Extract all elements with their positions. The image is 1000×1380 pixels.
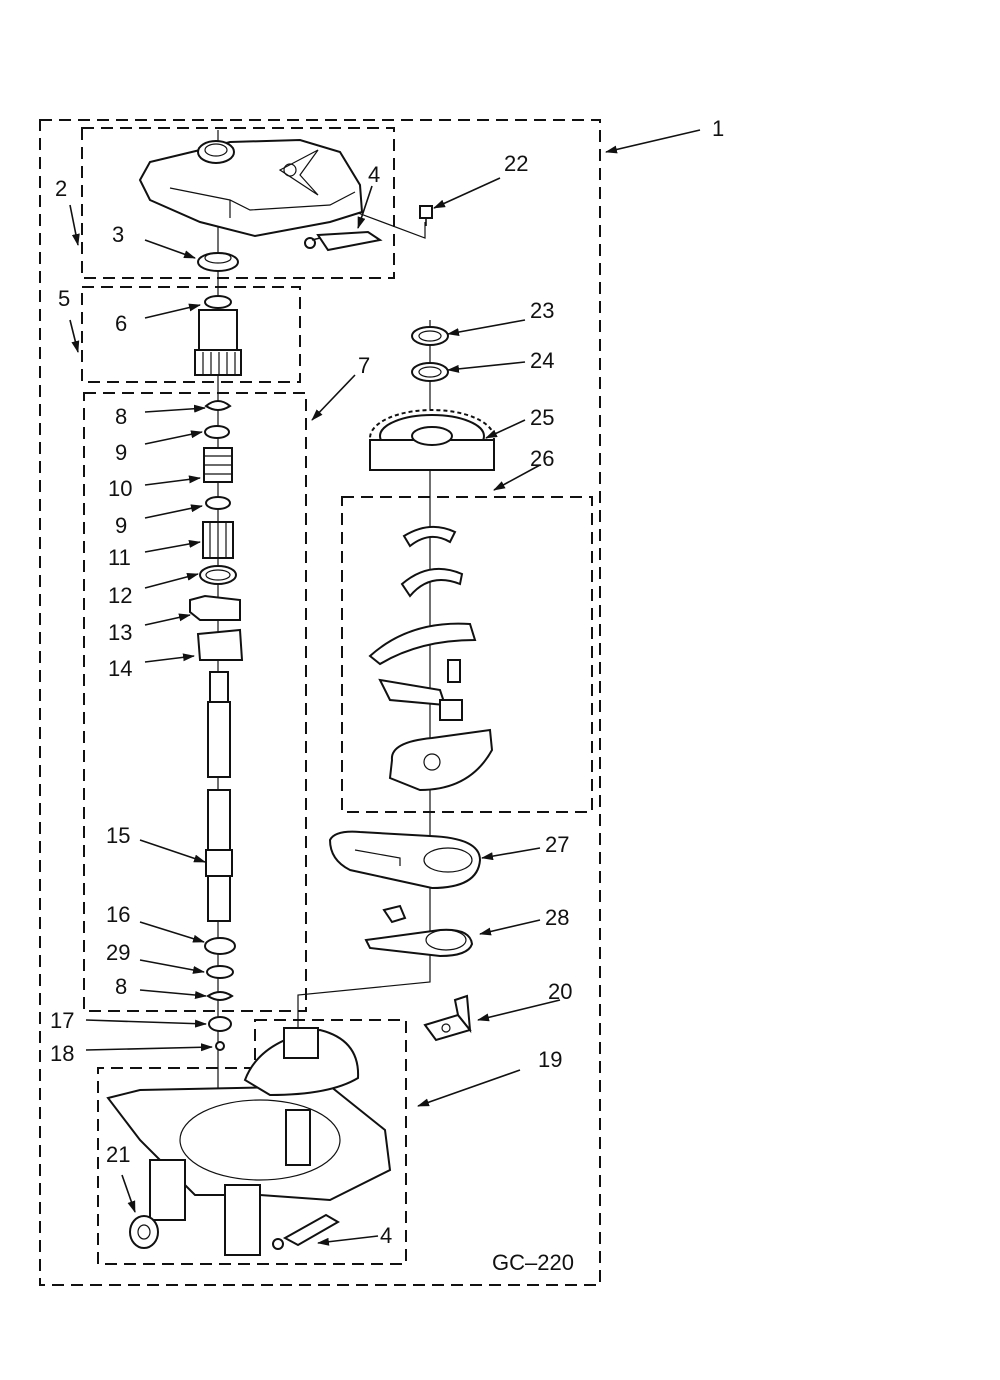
drive-shaft-part <box>205 671 233 922</box>
callout-3: 3 <box>112 222 124 247</box>
callout-29: 29 <box>106 940 130 965</box>
callout-16: 16 <box>106 902 130 927</box>
callout-19: 19 <box>538 1047 562 1072</box>
callout-24: 24 <box>530 348 554 373</box>
group-box-26 <box>341 496 593 813</box>
connector-line <box>297 955 431 1030</box>
grease-tube-part-bottom <box>272 1213 340 1250</box>
callout-9-top: 9 <box>115 440 127 465</box>
lower-stack-parts <box>204 937 236 1051</box>
group-box-7 <box>83 392 307 1012</box>
group-box-5 <box>81 286 301 383</box>
callout-11: 11 <box>108 545 131 570</box>
callout-4-bottom: 4 <box>380 1223 392 1248</box>
group-box-2 <box>81 127 395 279</box>
callout-10: 10 <box>108 476 132 501</box>
shaft-stack-parts <box>189 400 244 661</box>
callout-23: 23 <box>530 298 554 323</box>
callout-17: 17 <box>50 1008 74 1033</box>
callout-7: 7 <box>358 353 370 378</box>
bottom-washer-part <box>129 1215 159 1249</box>
callout-14: 14 <box>108 656 132 681</box>
screw-part <box>419 205 433 226</box>
leader-arrows <box>69 129 701 1246</box>
callout-1: 1 <box>712 116 724 141</box>
callout-28: 28 <box>545 905 569 930</box>
grease-tube-part-top <box>304 230 383 252</box>
callout-15: 15 <box>106 823 130 848</box>
callout-8-top: 8 <box>115 404 127 429</box>
callout-13: 13 <box>108 620 132 645</box>
shifter-parts <box>368 525 494 792</box>
shift-fork-part <box>364 904 474 958</box>
callout-18: 18 <box>50 1041 74 1066</box>
callout-22: 22 <box>504 151 528 176</box>
callout-6: 6 <box>115 311 127 336</box>
callout-9-bottom: 9 <box>115 513 127 538</box>
seal-part <box>197 252 239 272</box>
callout-4-top: 4 <box>368 162 380 187</box>
callout-2: 2 <box>55 176 67 201</box>
cover-part <box>138 138 364 238</box>
callout-21: 21 <box>106 1142 130 1167</box>
cam-lever-part <box>328 830 482 890</box>
callout-20: 20 <box>548 979 572 1004</box>
screw-leader-line <box>349 209 426 239</box>
callout-5: 5 <box>58 286 70 311</box>
group-box-1 <box>39 119 601 1286</box>
pinion-part <box>194 295 242 376</box>
callout-12: 12 <box>108 583 132 608</box>
gear-case-part <box>106 1027 392 1256</box>
diagram-code: GC–220 <box>492 1250 574 1275</box>
bracket-part <box>423 994 472 1042</box>
callout-8-bottom: 8 <box>115 974 127 999</box>
callout-27: 27 <box>545 832 569 857</box>
callout-26: 26 <box>530 446 554 471</box>
callout-25: 25 <box>530 405 554 430</box>
gear-part <box>369 409 495 471</box>
